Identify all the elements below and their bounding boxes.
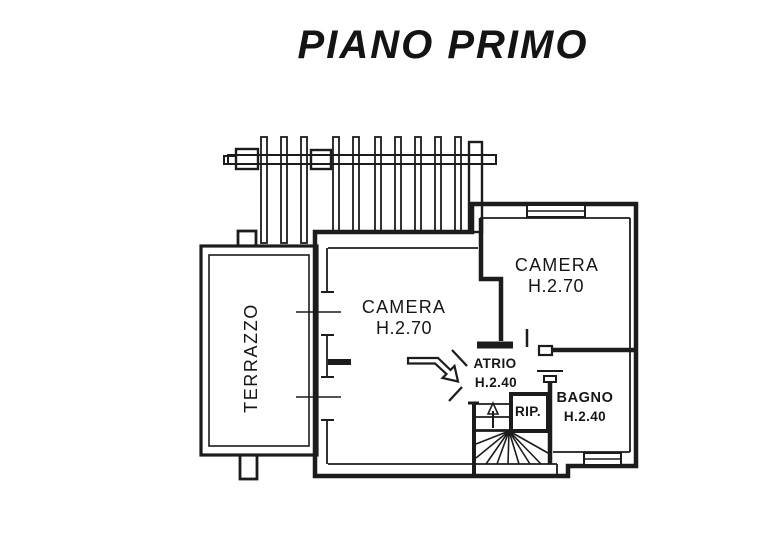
winder-line xyxy=(508,430,542,465)
atrio-height: H.2.40 xyxy=(475,375,517,390)
outer-wall xyxy=(312,201,639,479)
pergola-slat xyxy=(332,136,340,233)
winder-line xyxy=(485,430,510,465)
terrazzo-top-pier xyxy=(236,229,258,248)
pergola-block-mid xyxy=(309,148,333,171)
stair-up-arrow-icon xyxy=(486,401,500,415)
pergola-slat xyxy=(300,136,308,244)
winder-line xyxy=(475,430,510,459)
bagno-height: H.2.40 xyxy=(564,409,606,424)
camera-right-height: H.2.70 xyxy=(528,276,584,296)
page-title: PIANO PRIMO xyxy=(298,23,589,67)
winder-line xyxy=(508,430,520,465)
bagno-label: BAGNO xyxy=(557,390,614,406)
rip-label: RIP. xyxy=(515,404,541,419)
pergola-block-left xyxy=(234,147,260,171)
winder-line xyxy=(496,430,510,465)
partitions xyxy=(477,218,634,464)
pergola-slat xyxy=(352,136,360,233)
winder-line xyxy=(508,430,549,454)
pergola-slat xyxy=(394,136,402,233)
camera-right-label: CAMERA xyxy=(515,255,599,275)
door-swing-line xyxy=(451,349,468,367)
bagno-door-jamb xyxy=(537,344,554,357)
camera-divider-wall xyxy=(478,218,504,341)
pergola xyxy=(223,136,497,244)
winder-line xyxy=(475,430,510,445)
pergola-slats xyxy=(260,136,462,244)
left-wall-openings xyxy=(296,248,351,464)
pergola-post-right xyxy=(467,140,484,234)
atrio-doors xyxy=(406,349,468,402)
camera-center-height: H.2.70 xyxy=(376,318,432,338)
windows xyxy=(526,204,622,466)
entry-arrow-icon xyxy=(406,356,460,383)
winder-line xyxy=(507,430,510,465)
stair-winders xyxy=(475,430,549,465)
pergola-slat xyxy=(414,136,422,233)
pergola-slat xyxy=(280,136,288,244)
pergola-slat xyxy=(434,136,442,233)
door-swing-line xyxy=(448,386,463,402)
atrio-label: ATRIO xyxy=(474,356,517,371)
winder-line xyxy=(508,430,531,465)
pergola-slat xyxy=(374,136,382,233)
camera-center-label: CAMERA xyxy=(362,297,446,317)
pergola-slat xyxy=(454,136,462,233)
terrazzo-bottom-pier xyxy=(238,453,259,481)
pergola-slat xyxy=(260,136,268,244)
pergola-rail-endcap xyxy=(223,155,237,165)
stairs xyxy=(468,401,549,474)
bagno-left-jamb xyxy=(543,375,557,383)
terrazzo-inner-line xyxy=(208,254,310,447)
terrazzo-label: TERRAZZO xyxy=(241,303,261,413)
pergola-rail xyxy=(227,154,497,165)
